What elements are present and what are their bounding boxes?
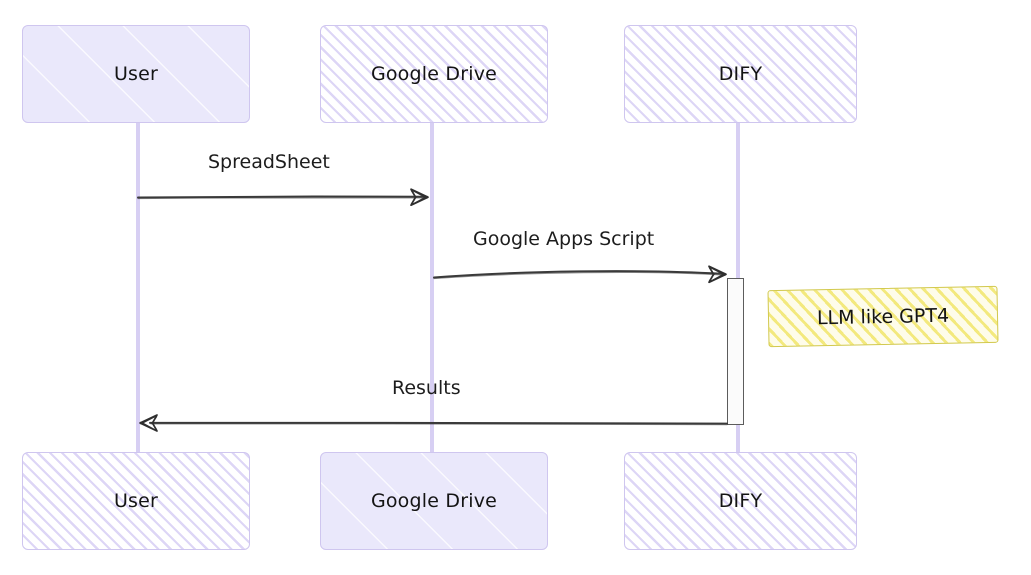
participant-label-dify-top: DIFY [718, 63, 763, 85]
note-llm-gpt4[interactable]: LLM like GPT4 [767, 285, 999, 348]
participant-label-dify-bottom: DIFY [718, 490, 763, 512]
note-label: LLM like GPT4 [816, 304, 950, 329]
lifeline-gdrive [430, 120, 434, 460]
participant-label-user-top: User [113, 63, 159, 85]
participant-box-gdrive-bottom[interactable]: Google Drive [320, 452, 548, 550]
message-label-results: Results [392, 377, 461, 399]
message-arrow-spreadsheet[interactable] [137, 188, 429, 207]
message-label-spreadsheet: SpreadSheet [208, 151, 330, 173]
participant-label-gdrive-bottom: Google Drive [370, 490, 498, 512]
participant-box-dify-bottom[interactable]: DIFY [624, 452, 857, 550]
participant-box-user-top[interactable]: User [22, 25, 250, 123]
participant-box-gdrive-top[interactable]: Google Drive [320, 25, 548, 123]
activation-bar-dify [727, 278, 744, 425]
participant-label-user-bottom: User [113, 490, 159, 512]
message-label-google-apps-script: Google Apps Script [473, 228, 655, 250]
participant-box-dify-top[interactable]: DIFY [624, 25, 857, 123]
lifeline-user [136, 120, 140, 460]
message-arrow-google-apps-script[interactable] [433, 265, 727, 284]
participant-label-gdrive-top: Google Drive [370, 63, 498, 85]
participant-box-user-bottom[interactable]: User [22, 452, 250, 550]
